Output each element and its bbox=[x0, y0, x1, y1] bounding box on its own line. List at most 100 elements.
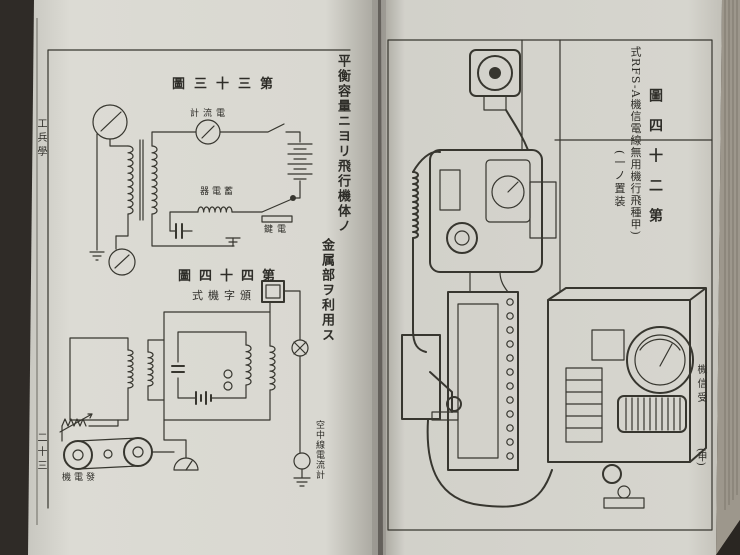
right-page-paper bbox=[381, 0, 722, 555]
left-margin-header: 工兵學 bbox=[35, 118, 46, 160]
fig24-receiver-coil-windings bbox=[625, 397, 681, 431]
fig24-cabinet-terminal bbox=[506, 410, 514, 418]
receiver-mark: (甲) bbox=[695, 448, 706, 466]
page-stack-edge bbox=[716, 0, 740, 555]
fig24-antenna-cord bbox=[412, 150, 441, 353]
fig24-receiver-meter bbox=[626, 326, 694, 394]
fig33-top-wire bbox=[151, 123, 301, 147]
figure-33-title: 第三十三圖 bbox=[172, 77, 283, 92]
fig33-ground bbox=[225, 237, 241, 247]
fig24-tuning-knob bbox=[446, 222, 478, 254]
fig24-receiver-coil bbox=[617, 395, 687, 433]
fig44-coupled-coil-leads bbox=[147, 339, 165, 401]
fig24-cabinet-terminal bbox=[506, 396, 514, 404]
fig44-primary-circuit bbox=[69, 337, 129, 421]
fig44-oscillating-coil bbox=[245, 344, 252, 386]
fig24-transmitter-dial bbox=[491, 175, 525, 209]
fig33-ammeter bbox=[195, 119, 221, 145]
fig44-coupled-coil bbox=[147, 351, 154, 387]
left-margin-page-number: 二十三 bbox=[35, 432, 46, 474]
fig24-meter-needle bbox=[659, 343, 673, 367]
fig33-primary-coil bbox=[127, 145, 134, 215]
fig44-aerial-coil bbox=[269, 345, 276, 391]
left-page-frame bbox=[47, 49, 351, 509]
fig44-generator-hub bbox=[72, 449, 84, 461]
fig24-tuning-knob-center bbox=[454, 230, 470, 246]
fig24-cabinet-terminal bbox=[506, 326, 514, 334]
figure-33-key-label: 電鍵 bbox=[264, 225, 291, 235]
fig24-receiver-tube-box bbox=[591, 329, 625, 361]
fig44-primary-coil bbox=[127, 349, 134, 389]
fig24-cabinet-terminal bbox=[506, 340, 514, 348]
page-stack-lines bbox=[724, 0, 738, 510]
figure-44-aerial-ammeter-label: 空中線電流計 bbox=[314, 420, 324, 480]
fig24-generator-hub bbox=[489, 67, 501, 79]
fig44-voltmeter-leads bbox=[151, 419, 187, 459]
fig33-battery bbox=[287, 143, 313, 180]
side-note-column-1: 平衡容量ニヨリ飛行機体ノ bbox=[335, 54, 350, 234]
fig24-receiver-case bbox=[547, 287, 707, 463]
fig24-cabinet-terminal-strip bbox=[506, 298, 514, 460]
fig24-key-knob bbox=[446, 396, 462, 412]
fig24-transmitter-dial-pointer bbox=[507, 181, 519, 193]
fig24-cabinet-terminal bbox=[506, 452, 514, 460]
fig44-drive-belt bbox=[77, 437, 139, 470]
figure-44-subtitle: 頒字機式 bbox=[192, 289, 256, 302]
gutter-shadow bbox=[372, 0, 386, 555]
fig24-receiver-battery bbox=[565, 367, 603, 443]
fig33-aerial-ground bbox=[89, 251, 105, 261]
fig33-primary-lead bbox=[109, 138, 129, 237]
fig24-receiver-meter-face bbox=[634, 334, 686, 386]
fig44-voltmeter bbox=[173, 457, 199, 471]
fig24-cabinet-terminal bbox=[506, 438, 514, 446]
fig33-key-knob bbox=[290, 195, 296, 201]
fig24-side-instrument bbox=[529, 181, 557, 239]
receiver-label: 受信機 bbox=[695, 364, 706, 406]
fig44-spark-gap-lower bbox=[223, 381, 233, 391]
figure-24-caption-1: (甲種飛行機用無線電信機A-SFR式 bbox=[629, 46, 642, 236]
figure-24-title: 第二十四圖 bbox=[647, 88, 663, 238]
fig33-transformer-core bbox=[139, 139, 144, 221]
fig33-secondary-coil bbox=[151, 145, 158, 215]
fig44-printer-inner bbox=[265, 284, 281, 299]
fig44-battery bbox=[195, 391, 212, 405]
fig44-voltmeter-needle bbox=[185, 460, 193, 471]
fig33-telegraph-key bbox=[261, 198, 293, 223]
fig24-key-lever bbox=[429, 371, 453, 413]
fig44-resistor bbox=[61, 418, 87, 427]
right-page-frame bbox=[387, 39, 713, 531]
fig24-cabinet-terminal bbox=[506, 354, 514, 362]
fig24-receiver-battery-cells bbox=[565, 379, 603, 429]
fig24-cabinet-terminal bbox=[506, 298, 514, 306]
fig24-generator bbox=[477, 55, 513, 91]
fig24-cabinet-terminal bbox=[506, 424, 514, 432]
fig24-cabinet-terminal bbox=[506, 312, 514, 320]
fig33-receiver-meter-needle bbox=[114, 254, 130, 269]
fig24-transmitter-case bbox=[429, 149, 543, 273]
fig24-lower-cable bbox=[426, 419, 553, 508]
fig24-generator-cable bbox=[505, 109, 529, 151]
fig24-transmitter-leads bbox=[469, 271, 509, 293]
fig24-key-box bbox=[401, 334, 441, 420]
fig44-aerial-lamp-cross bbox=[293, 341, 307, 355]
fig24-spiral-cord bbox=[412, 171, 419, 239]
fig24-cabinet-terminal bbox=[506, 382, 514, 390]
fig33-coil-leads bbox=[169, 211, 263, 232]
fig33-antenna-meter-needle bbox=[100, 111, 122, 132]
fig24-cabinet-panel bbox=[457, 303, 499, 459]
fig44-oscillating-circuit bbox=[177, 331, 247, 399]
fig24-transmitter-gauge bbox=[439, 169, 461, 211]
fig24-plug-base bbox=[603, 497, 645, 509]
fig44-resistor-leads bbox=[61, 419, 119, 442]
fig44-spark-gap-upper bbox=[223, 369, 233, 379]
figure-24-caption-2: 装置ノ一) bbox=[613, 150, 626, 209]
fig24-key-base bbox=[431, 411, 459, 421]
fig24-control-cabinet bbox=[447, 291, 519, 471]
fig33-receiver-meter bbox=[108, 248, 136, 276]
fig44-pulley bbox=[103, 449, 113, 459]
fig44-motor-hub bbox=[132, 446, 144, 458]
fig24-meter-scale bbox=[639, 338, 681, 351]
fig24-phone-jack bbox=[602, 464, 622, 484]
fig33-ammeter-needle bbox=[201, 125, 215, 139]
